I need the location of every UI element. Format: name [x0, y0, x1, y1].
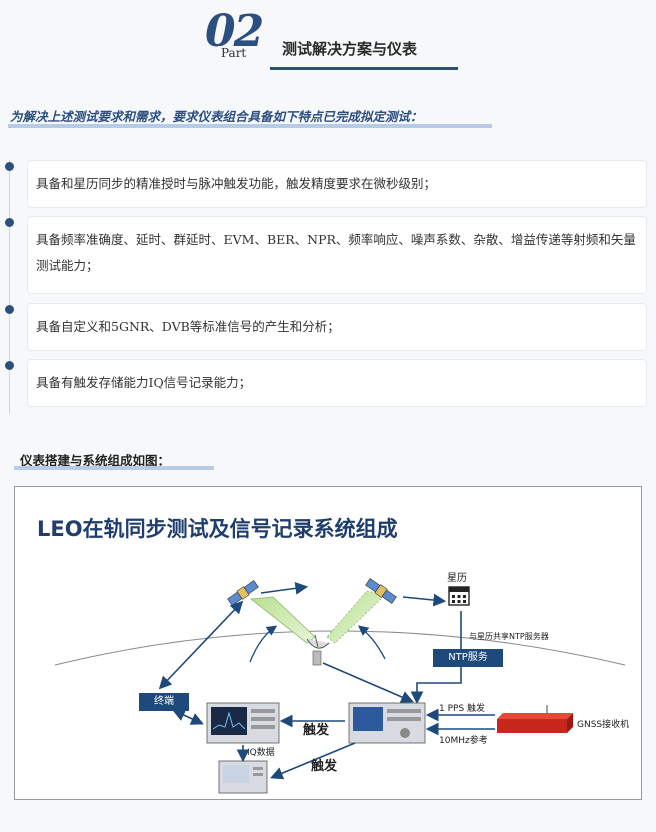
pps-label: 1 PPS 触发	[439, 704, 486, 714]
ephemeris-arrow	[402, 593, 447, 607]
satellite-beam-right	[326, 590, 386, 644]
satellite-right-icon	[365, 578, 397, 604]
bullet-dot	[5, 218, 14, 227]
calendar-icon	[448, 586, 470, 606]
ntp-to-generator	[410, 667, 462, 705]
diagram-graphics	[54, 578, 626, 794]
trigger-label-1: 触发	[303, 723, 330, 738]
system-diagram: LEO在轨同步测试及信号记录系统组成	[14, 486, 642, 800]
ref-label: 10MHz参考	[439, 736, 488, 746]
bullet-dot	[5, 305, 14, 314]
bullet-timeline	[9, 160, 10, 414]
bullet-card: 具备有触发存储能力IQ信号记录能力；	[27, 359, 647, 407]
subtitle-underline	[14, 466, 214, 470]
gnss-label: GNSS接收机	[577, 720, 630, 730]
antenna-generator-arrow	[322, 662, 414, 704]
trigger-arrow-2	[270, 742, 356, 780]
bullet-card: 具备频率准确度、延时、群延时、EVM、BER、NPR、频率响应、噪声系数、杂散、…	[27, 216, 647, 294]
section-title-underline	[270, 67, 458, 70]
terminal-sat-arrow	[158, 600, 244, 690]
section-title: 测试解决方案与仪表	[282, 40, 418, 58]
bullet-card: 具备自定义和5GNR、DVB等标准信号的产生和分析；	[27, 303, 647, 351]
sat-link-arrow	[260, 581, 309, 595]
ephemeris-label: 星历	[447, 573, 467, 584]
iq-recorder-icon	[218, 760, 268, 794]
bullet-card: 具备和星历同步的精准授时与脉冲触发功能，触发精度要求在微秒级别；	[27, 160, 647, 208]
ntp-service-box: NTP服务	[433, 649, 503, 667]
intro-underline	[8, 124, 492, 128]
ntp-note: 与星历共享NTP服务器	[469, 632, 549, 641]
signal-generator-icon	[348, 702, 426, 744]
uplink-arc	[249, 625, 278, 663]
intro-text: 为解决上述测试要求和需求，要求仪表组合具备如下特点已完成拟定测试：	[10, 109, 423, 124]
bullet-dot	[5, 361, 14, 370]
gnss-receiver-icon	[497, 705, 573, 733]
section-header: 02 Part 测试解决方案与仪表	[0, 0, 656, 80]
section-part-label: Part	[218, 46, 250, 60]
diagram-title: LEO在轨同步测试及信号记录系统组成	[37, 517, 398, 541]
subtitle: 仪表搭建与系统组成如图：	[20, 453, 171, 468]
downlink-arc	[357, 625, 386, 660]
terminal-box: 终端	[139, 693, 189, 711]
bullet-dot	[5, 162, 14, 171]
iq-data-label: IQ数据	[247, 748, 275, 758]
spectrum-analyzer-icon	[206, 702, 280, 744]
satellite-beam-left	[249, 596, 316, 644]
terminal-analyzer-arrow	[172, 709, 204, 725]
ground-antenna-icon	[306, 634, 330, 666]
satellite-left-icon	[227, 580, 259, 606]
trigger-label-2: 触发	[311, 759, 338, 774]
